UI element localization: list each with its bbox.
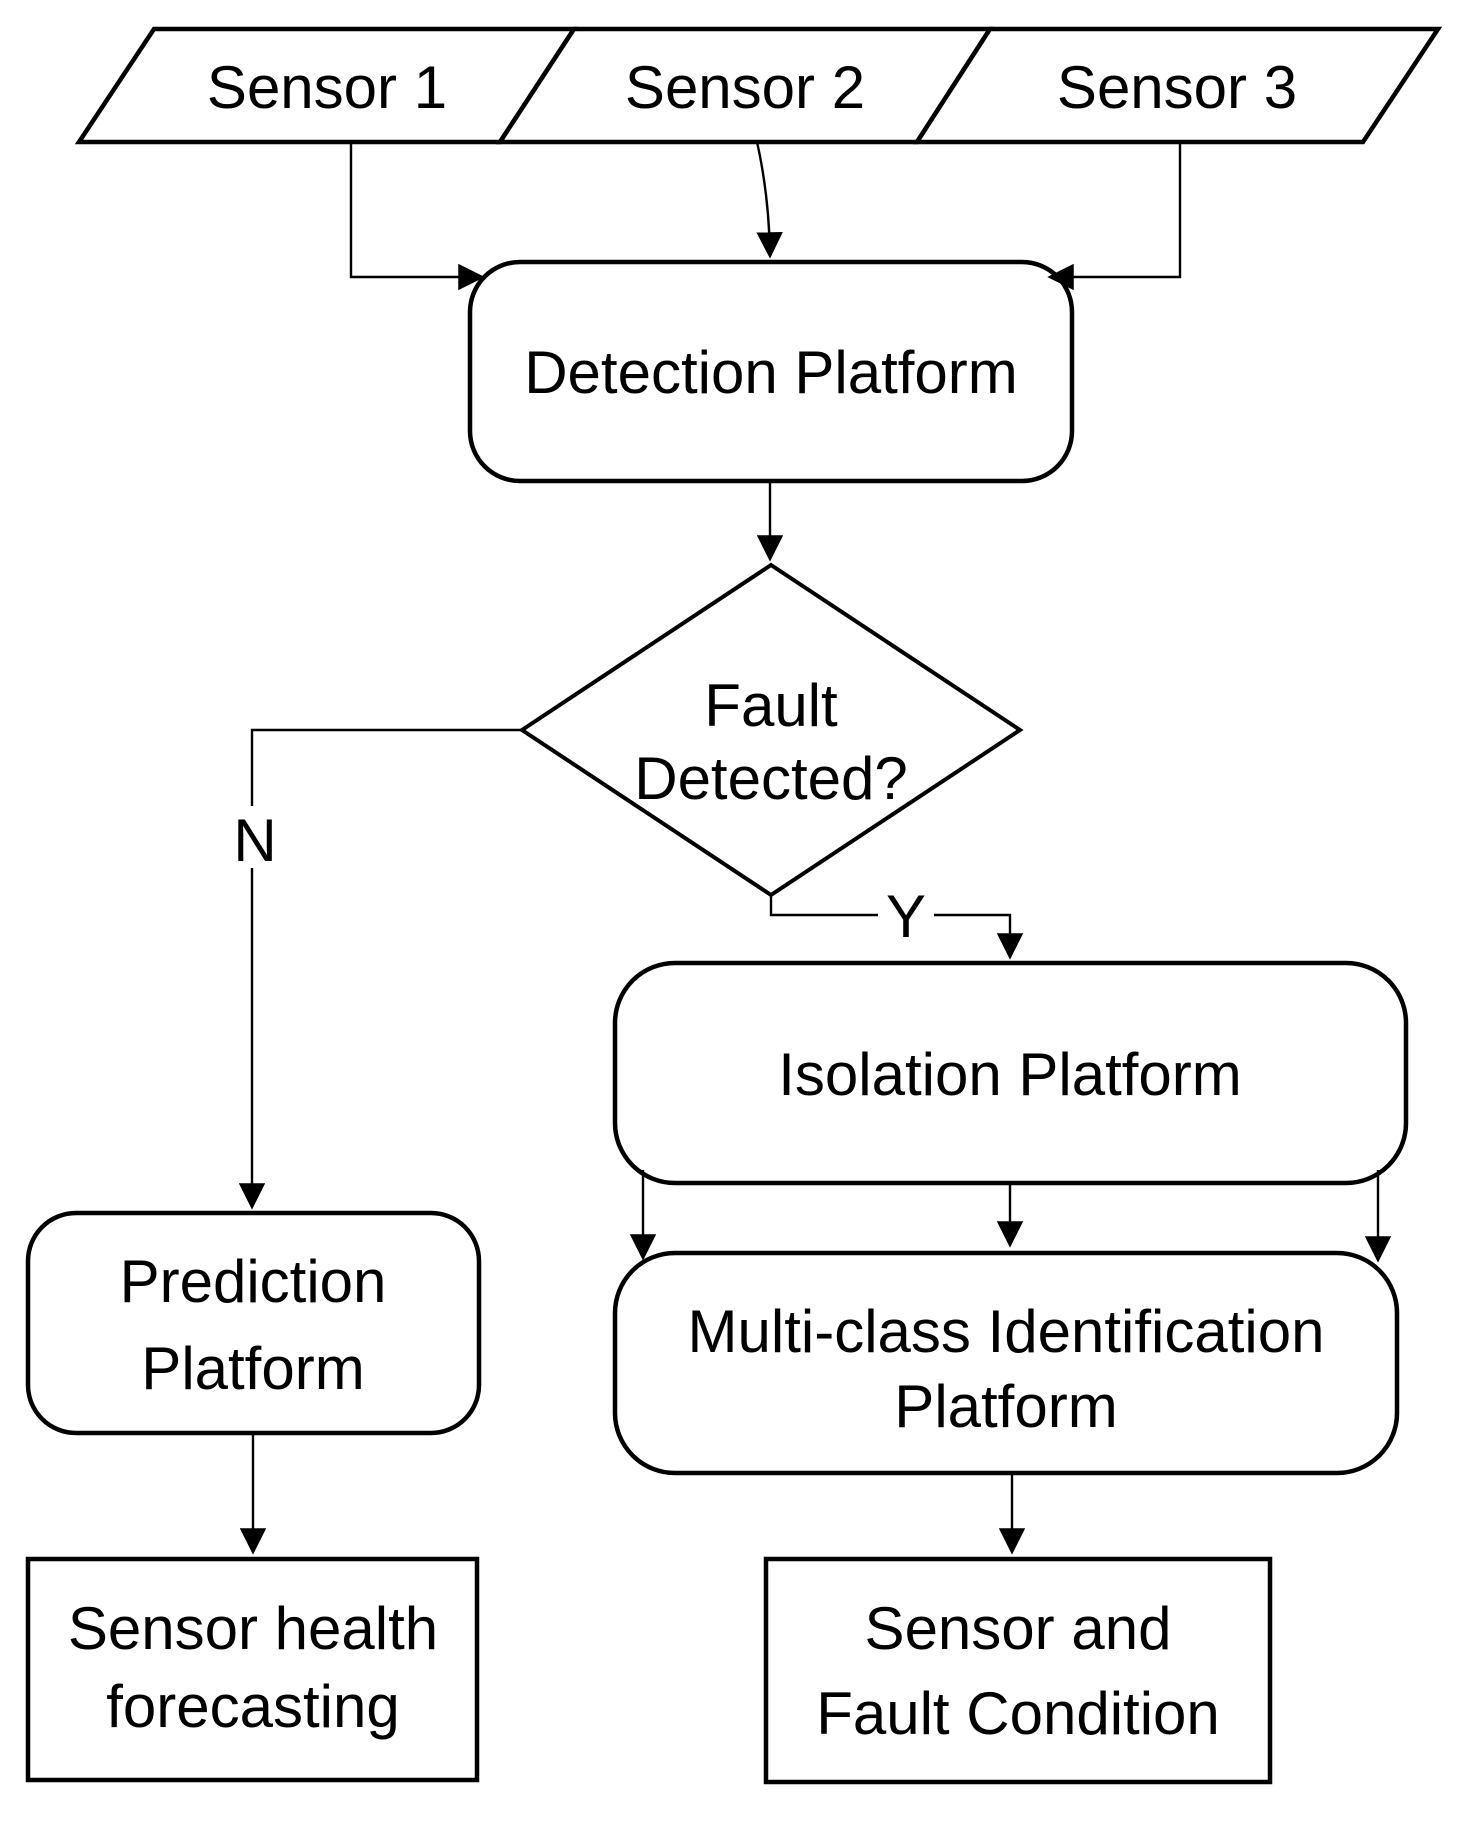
fault-detected-label-line1: Fault (704, 672, 838, 739)
fault-detected-label-line2: Detected? (634, 745, 908, 812)
isolation-platform-label: Isolation Platform (778, 1041, 1242, 1108)
identification-label-line2: Platform (894, 1373, 1117, 1440)
node-sensor-fault-condition-box (763, 1556, 1273, 1785)
sensor-3-label: Sensor 3 (1057, 54, 1297, 121)
branch-label-yes: Y (886, 883, 926, 950)
forecasting-label-line1: Sensor health (68, 1595, 438, 1662)
edge-decision-no-upper (250, 728, 522, 806)
branch-label-no: N (233, 807, 276, 874)
prediction-label-line1: Prediction (120, 1248, 387, 1315)
identification-label-line1: Multi-class Identification (688, 1298, 1325, 1365)
edge-sensor2-to-detection (755, 141, 783, 259)
sensor-1-label: Sensor 1 (207, 54, 447, 121)
prediction-label-line2: Platform (141, 1335, 364, 1402)
edge-decision-yes-to-isolation (934, 913, 1024, 960)
edge-sensor3-to-detection (1047, 142, 1182, 291)
sensor-2-label: Sensor 2 (625, 54, 865, 121)
forecasting-label-line2: forecasting (106, 1673, 400, 1740)
node-identification-platform-box (612, 1250, 1400, 1476)
fault-condition-label-line1: Sensor and (865, 1595, 1172, 1662)
fault-condition-label-line2: Fault Condition (816, 1680, 1220, 1747)
node-sensor-health-forecasting-box (25, 1556, 480, 1783)
node-sensor-3-parallelogram (912, 26, 1443, 145)
detection-platform-label: Detection Platform (524, 339, 1018, 406)
edge-sensor1-to-detection (349, 142, 485, 291)
edge-decision-yes-left (769, 895, 878, 917)
